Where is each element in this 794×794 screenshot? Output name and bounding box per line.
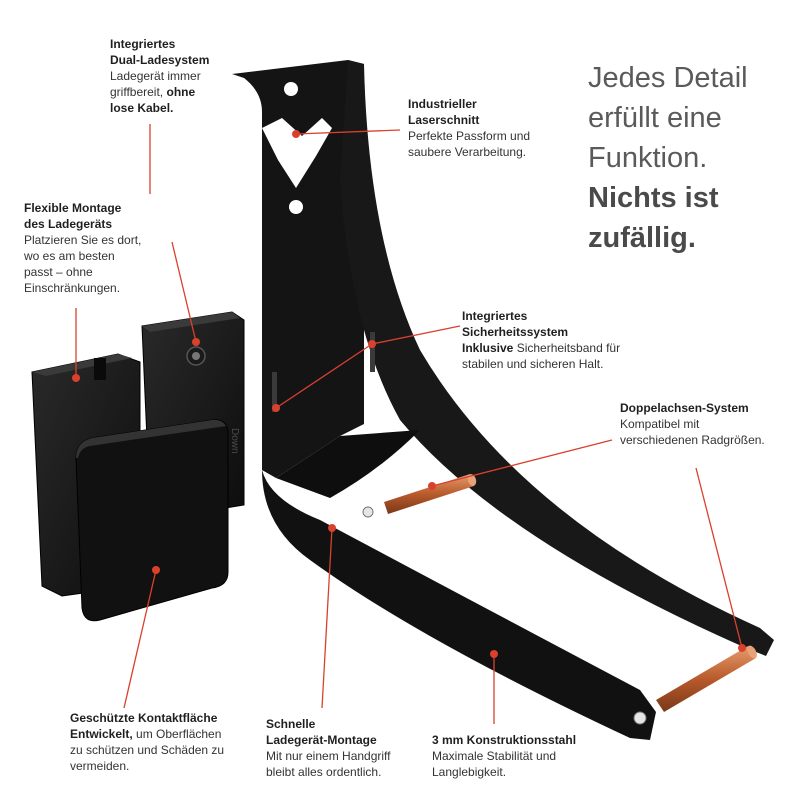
callout-flexible-text-3: passt – ohne [24,265,93,279]
svg-text:Down: Down [229,428,240,454]
headline-bold-1: Nichts ist [588,182,719,214]
headline-line-2: erfüllt eine [588,102,722,134]
callout-doppelachsen-text-1: Kompatibel mit [620,417,700,431]
dot-stahl [490,650,498,658]
callout-schnell-title-1: Schnelle [266,717,316,731]
down-engraving: Down [229,428,240,454]
headline-bold-2: zufällig. [588,222,696,254]
line-flexible [171,241,197,343]
callout-flexible: Flexible Montage des Ladegeräts Platzier… [24,200,174,296]
callout-stahl-text-2: Langlebigkeit. [432,765,507,779]
callout-sicherheit-title-2: Sicherheitssystem [462,325,569,339]
headline-line-3: Funktion. [588,142,708,174]
callout-doppelachsen-text-2: verschiedenen Radgrößen. [620,433,765,447]
callout-sicherheit-text-1: Sicherheitsband für [513,341,621,355]
callout-lines [72,124,746,724]
callout-dual-lade-text-2: griffbereit, [110,85,164,99]
callout-kontakt-text-3: vermeiden. [70,759,130,773]
headline: Jedes Detail erfüllt eine Funktion. Nich… [588,58,788,258]
line-schnell [321,527,333,709]
callout-doppelachsen-title: Doppelachsen-System [620,401,749,415]
callout-kontakt-text-1: um Oberflächen [132,727,222,741]
callout-schnell: Schnelle Ladegerät-Montage Mit nur einem… [266,716,426,780]
callout-kontakt-bold: Entwickelt, [70,727,133,741]
dot-flexible [72,374,80,382]
callout-dual-lade-bold: ohne [166,85,196,99]
line-sicherheit-b [275,343,373,409]
line-laser [295,129,401,135]
callout-dual-lade: Integriertes Dual-Ladesystem Ladegerät i… [110,36,250,116]
dot-doppelachsen-upper [428,482,436,490]
axle-lower [656,645,757,712]
callout-schnell-title-2: Ladegerät-Montage [266,733,377,747]
callout-dual-lade-bold-2: lose Kabel. [110,101,174,115]
line-kontakt [123,569,157,709]
callout-stahl-text-1: Maximale Stabilität und [432,749,557,763]
callout-laser-title-2: Laserschnitt [408,113,480,127]
callout-stahl-title: 3 mm Konstruktionsstahl [432,733,577,747]
callout-sicherheit-title-1: Integriertes [462,309,528,323]
wall-bracket [232,60,774,740]
dot-doppelachsen-lower [738,644,746,652]
dot-sicherheit-b [272,404,280,412]
callout-flexible-title-2: des Ladegeräts [24,217,113,231]
callout-kontakt-title: Geschützte Kontaktfläche [70,711,218,725]
callout-laser: Industrieller Laserschnitt Perfekte Pass… [408,96,568,160]
callout-kontakt: Geschützte Kontaktfläche Entwickelt, um … [70,710,260,774]
headline-line-1: Jedes Detail [588,62,748,94]
callout-kontakt-text-2: zu schützen und Schäden zu [70,743,225,757]
callout-laser-title-1: Industrieller [408,97,477,111]
callout-sicherheit: Integriertes Sicherheitssystem Inklusive… [462,308,652,372]
callout-laser-text-1: Perfekte Passform und [408,129,531,143]
callout-flexible-text-4: Einschränkungen. [24,281,121,295]
callout-doppelachsen: Doppelachsen-System Kompatibel mit versc… [620,400,790,448]
dot-laser [292,130,300,138]
callout-schnell-text-1: Mit nur einem Handgriff [266,749,391,763]
callout-dual-lade-text-1: Ladegerät immer [110,69,201,83]
line-doppelachsen-upper [431,439,613,487]
callout-sicherheit-text-2: stabilen und sicheren Halt. [462,357,604,371]
callout-stahl: 3 mm Konstruktionsstahl Maximale Stabili… [432,732,602,780]
dot-schnell [328,524,336,532]
callout-dual-lade-title-2: Dual-Ladesystem [110,53,210,67]
callout-flexible-text-2: wo es am besten [24,249,115,263]
line-sicherheit-a [371,325,461,345]
callout-dual-lade-title-1: Integriertes [110,37,176,51]
callout-schnell-text-2: bleibt alles ordentlich. [266,765,382,779]
callout-laser-text-2: saubere Verarbeitung. [408,145,527,159]
callout-sicherheit-bold: Inklusive [462,341,514,355]
charger-plate-front [75,419,229,622]
callout-flexible-title-1: Flexible Montage [24,201,122,215]
callout-flexible-text-1: Platzieren Sie es dort, [24,233,142,247]
axle-upper [384,474,477,514]
line-doppelachsen-lower [695,467,743,649]
dot-kontakt [152,566,160,574]
